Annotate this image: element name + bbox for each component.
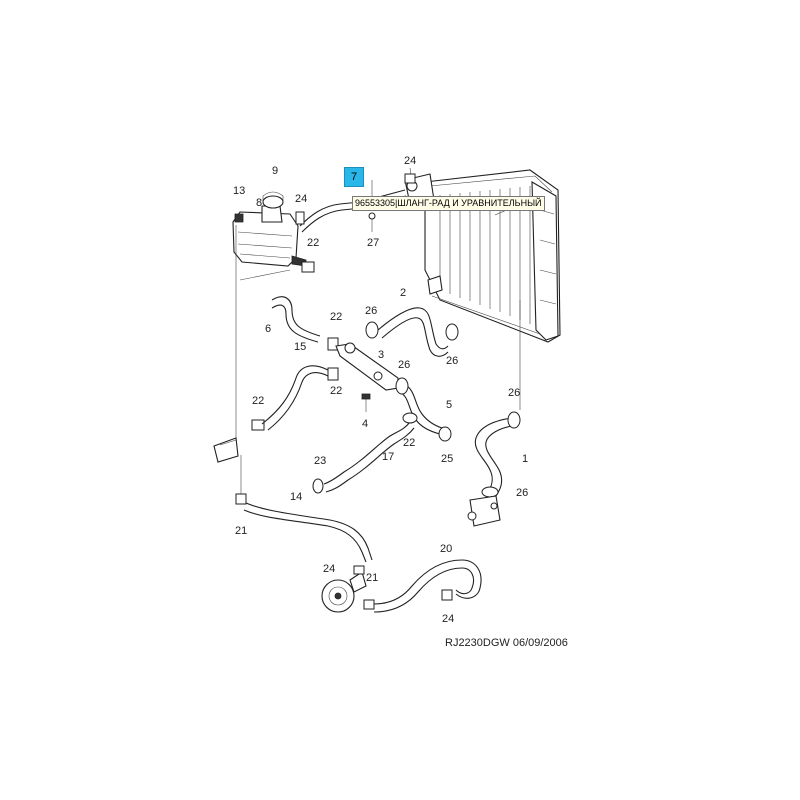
clamp-22-e[interactable] xyxy=(402,412,418,424)
clamp-21-b[interactable] xyxy=(363,599,375,610)
clamp-21-a[interactable] xyxy=(235,493,247,505)
label-part-13: 13 xyxy=(233,185,245,197)
label-part-9: 9 xyxy=(272,165,278,177)
clamp-23[interactable] xyxy=(312,478,324,494)
clamp-24-radiator[interactable] xyxy=(404,173,416,184)
clamp-26-b[interactable] xyxy=(445,323,459,341)
clamp-24-c[interactable] xyxy=(353,565,365,575)
label-part-26-d: 26 xyxy=(508,387,520,399)
expansion-tank[interactable] xyxy=(232,205,307,267)
label-part-1: 1 xyxy=(522,453,528,465)
label-part-24-a: 24 xyxy=(295,193,307,205)
label-part-4: 4 xyxy=(362,418,368,430)
label-part-2: 2 xyxy=(400,287,406,299)
clamp-26-e[interactable] xyxy=(481,486,499,498)
label-part-26-b: 26 xyxy=(446,355,458,367)
part-7-tooltip: 96553305|ШЛАНГ-РАД И УРАВНИТЕЛЬНЫЙ xyxy=(352,196,545,211)
label-part-3: 3 xyxy=(378,349,384,361)
label-part-24-d: 24 xyxy=(442,613,454,625)
water-pump[interactable] xyxy=(321,571,367,613)
clamp-26-a[interactable] xyxy=(365,321,379,339)
label-part-5: 5 xyxy=(446,399,452,411)
bolt-13[interactable] xyxy=(234,213,244,223)
bolt-4[interactable] xyxy=(361,393,371,412)
clamp-22-c[interactable] xyxy=(327,367,339,381)
label-part-24-b: 24 xyxy=(404,155,416,167)
label-part-22-e: 22 xyxy=(403,437,415,449)
label-part-6: 6 xyxy=(265,323,271,335)
clamp-26-d[interactable] xyxy=(507,411,521,429)
hose-6[interactable] xyxy=(271,296,321,343)
hose-20[interactable] xyxy=(373,559,482,613)
label-part-26-a: 26 xyxy=(365,305,377,317)
hose-1[interactable] xyxy=(474,417,513,497)
label-part-26-e: 26 xyxy=(516,487,528,499)
clamp-22-a[interactable] xyxy=(327,337,339,351)
pipe-3[interactable] xyxy=(335,342,399,391)
pipe-14[interactable] xyxy=(213,437,373,563)
hose-15[interactable] xyxy=(261,365,329,431)
hose-17[interactable] xyxy=(323,421,415,493)
label-part-22-b: 22 xyxy=(330,311,342,323)
part-7-callout[interactable]: 7 xyxy=(344,167,364,187)
diagram-reference-code: RJ2230DGW 06/09/2006 xyxy=(445,637,568,649)
label-part-17: 17 xyxy=(382,451,394,463)
bracket-27[interactable] xyxy=(368,212,376,232)
label-part-14: 14 xyxy=(290,491,302,503)
clamp-24-tank[interactable] xyxy=(295,211,305,225)
label-part-8: 8 xyxy=(256,197,262,209)
clamp-22-d[interactable] xyxy=(251,419,265,431)
label-part-21-a: 21 xyxy=(235,525,247,537)
label-part-26-c: 26 xyxy=(398,359,410,371)
hose-2[interactable] xyxy=(377,307,449,357)
thermostat-housing[interactable] xyxy=(467,495,501,527)
expansion-tank-cap[interactable] xyxy=(262,191,284,209)
label-part-25: 25 xyxy=(441,453,453,465)
part-labels: 1 2 3 4 5 6 8 9 13 14 15 17 20 21 21 22 … xyxy=(233,155,528,625)
label-part-24-c: 24 xyxy=(323,563,335,575)
label-part-22-d: 22 xyxy=(252,395,264,407)
clamp-25[interactable] xyxy=(438,426,452,442)
label-part-22-c: 22 xyxy=(330,385,342,397)
clamp-22-b[interactable] xyxy=(301,261,315,273)
label-part-21-b: 21 xyxy=(366,572,378,584)
label-part-20: 20 xyxy=(440,543,452,555)
label-part-22-a: 22 xyxy=(307,237,319,249)
clamp-24-d[interactable] xyxy=(441,589,453,601)
label-part-23: 23 xyxy=(314,455,326,467)
clamp-26-c[interactable] xyxy=(395,377,409,395)
label-part-15: 15 xyxy=(294,341,306,353)
label-part-27: 27 xyxy=(367,237,379,249)
